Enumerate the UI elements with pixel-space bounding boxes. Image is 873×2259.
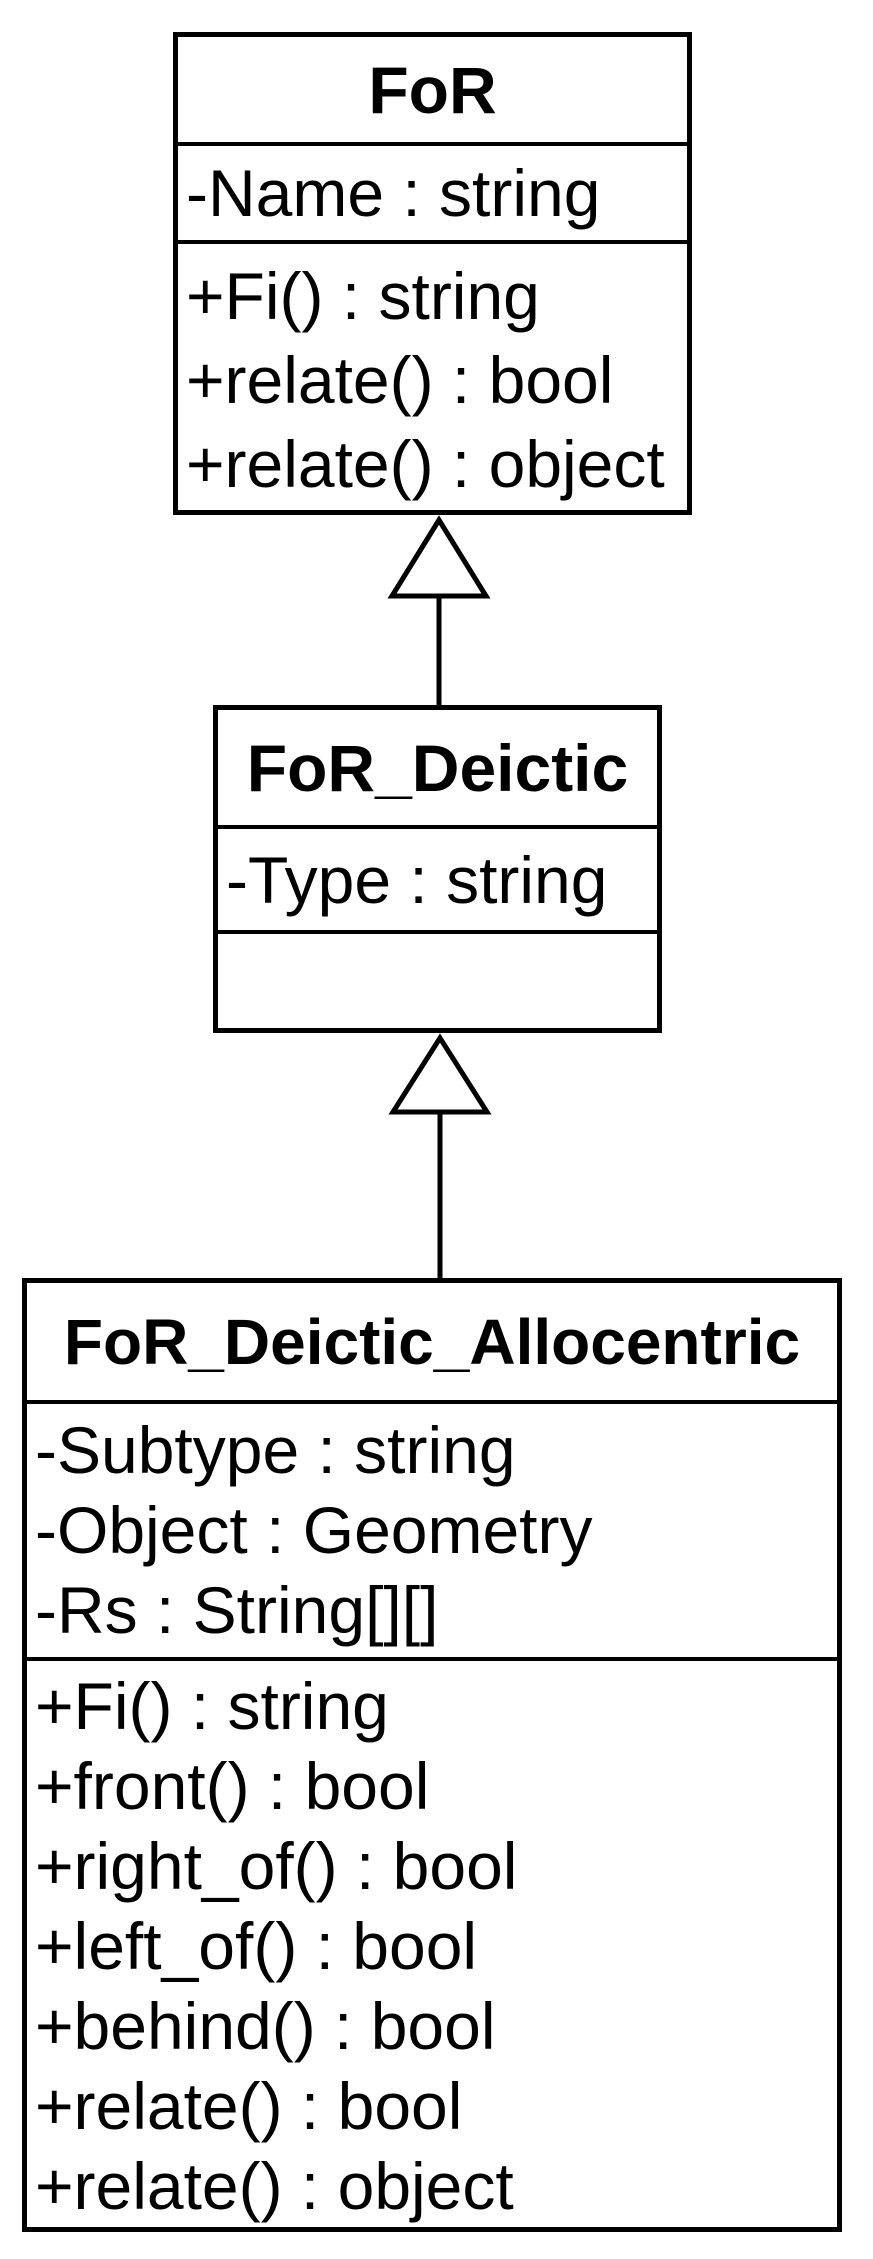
hollow-triangle-arrowhead (387, 515, 491, 599)
attribute: -Subtype : string (35, 1413, 516, 1487)
method: +Fi() : string (186, 259, 540, 333)
class-box-for: FoR -Name : string +Fi() : string +relat… (173, 32, 692, 515)
method: +Fi() : string (35, 1669, 389, 1743)
attributes-compartment: -Subtype : string -Object : Geometry -Rs… (27, 1400, 837, 1657)
method: +relate() : object (186, 427, 665, 501)
attribute: -Type : string (226, 842, 608, 917)
class-box-for-deictic: FoR_Deictic -Type : string (213, 705, 662, 1033)
attribute: -Rs : String[][] (35, 1573, 439, 1647)
method: +right_of() : bool (35, 1829, 518, 1903)
class-title: FoR_Deictic (246, 730, 629, 805)
class-title: FoR (368, 52, 497, 127)
method: +relate() : object (35, 2149, 514, 2223)
attributes-compartment: -Type : string (218, 825, 657, 930)
methods-compartment: +Fi() : string +front() : bool +right_of… (27, 1657, 837, 2227)
method: +relate() : bool (35, 2069, 463, 2143)
method: +left_of() : bool (35, 1909, 478, 1983)
generalization-arrow-allocentric-to-deictic (388, 1033, 492, 1280)
attribute: -Object : Geometry (35, 1493, 593, 1567)
generalization-arrow-deictic-to-for (387, 515, 491, 707)
class-box-for-deictic-allocentric: FoR_Deictic_Allocentric -Subtype : strin… (22, 1278, 842, 2232)
class-title: FoR_Deictic_Allocentric (63, 1305, 801, 1378)
attributes-compartment: -Name : string (178, 142, 687, 240)
methods-compartment: +Fi() : string +relate() : bool +relate(… (178, 240, 687, 510)
methods-compartment (218, 930, 657, 1028)
method: +front() : bool (35, 1749, 430, 1823)
attribute: -Name : string (186, 156, 601, 230)
method: +behind() : bool (35, 1989, 496, 2063)
method: +relate() : bool (186, 343, 614, 417)
hollow-triangle-arrowhead (388, 1033, 492, 1115)
